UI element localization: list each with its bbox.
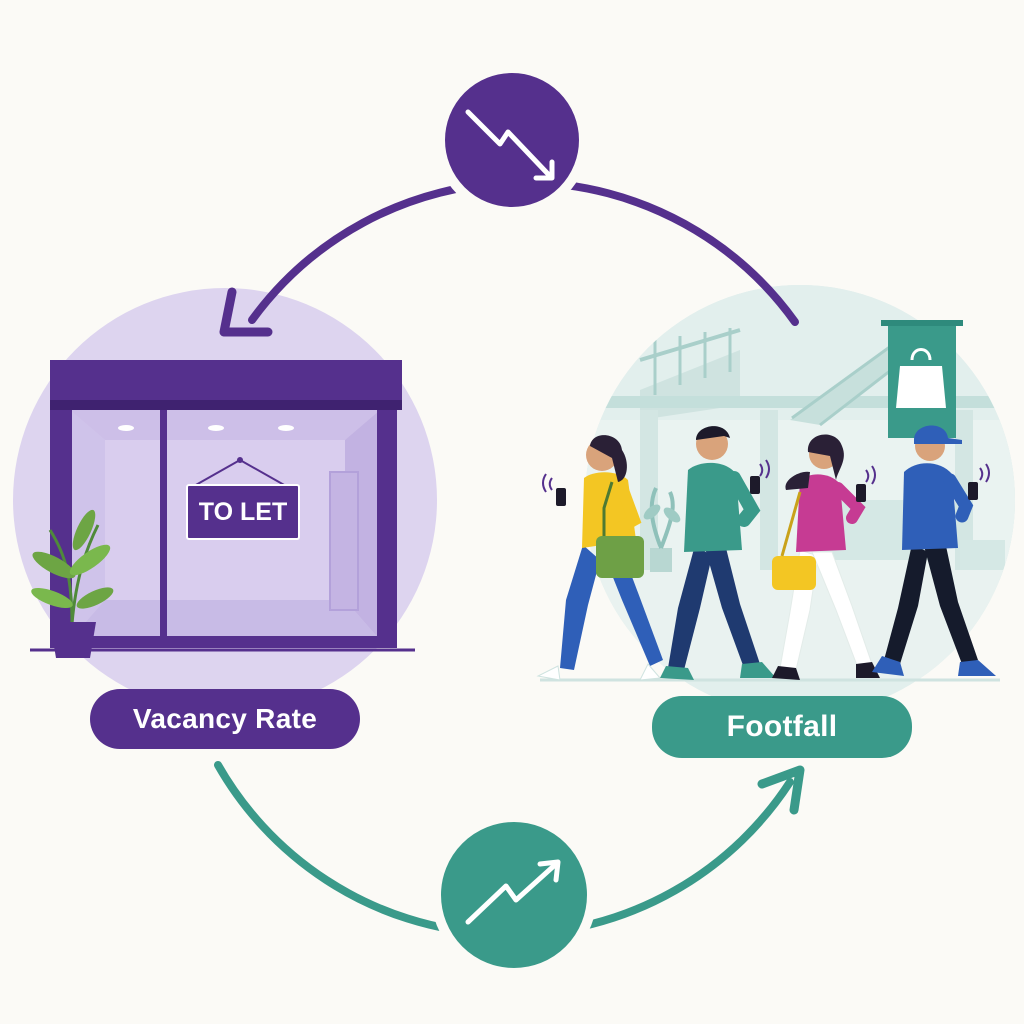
vacancy-rate-label: Vacancy Rate	[90, 689, 360, 749]
trend-up-icon	[465, 859, 561, 925]
potted-plant	[31, 509, 114, 658]
shopper-3	[772, 434, 880, 680]
shopping-bag-icon	[896, 348, 946, 408]
trend-down-icon	[465, 109, 555, 181]
footfall-label: Footfall	[652, 696, 912, 758]
to-let-sign: TO LET	[186, 484, 300, 540]
empty-storefront	[30, 360, 415, 652]
shopper-4	[872, 425, 996, 676]
shoppers-group	[536, 425, 1000, 682]
shopper-2	[660, 426, 776, 680]
trend-down-badge	[435, 63, 589, 217]
shopper-1	[536, 435, 663, 681]
